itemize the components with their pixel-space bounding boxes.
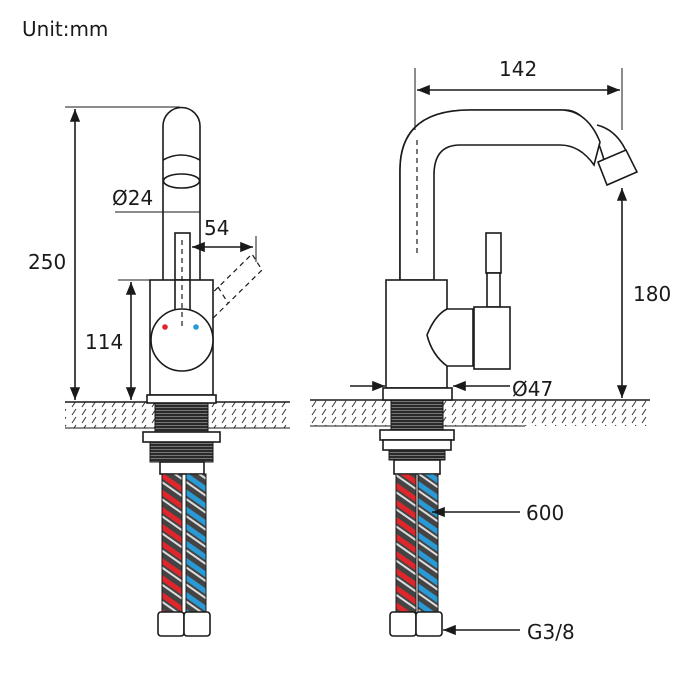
dim-base-diameter: Ø47 (512, 377, 553, 401)
dim-total-height: 250 (28, 250, 66, 274)
cold-hose-side (417, 473, 439, 613)
dim-body-height: 114 (85, 330, 123, 354)
side-view: 142 180 Ø47 600 G3/8 (310, 57, 671, 644)
handle-knob (150, 308, 214, 372)
dim-spout-diameter: Ø24 (112, 186, 153, 210)
handle-side (485, 232, 502, 274)
spout-side (399, 109, 601, 281)
countertop-right (310, 400, 650, 426)
dim-hose-length: 600 (526, 501, 564, 525)
aerator (596, 148, 639, 187)
hot-hose-side (395, 473, 417, 613)
dim-spout-reach: 142 (499, 57, 537, 81)
dim-connector-thread: G3/8 (527, 620, 575, 644)
cold-hose (185, 473, 207, 613)
handle-alt-position (194, 253, 263, 327)
hot-hose (161, 473, 183, 613)
front-view: 250 114 Ø24 54 (28, 106, 290, 637)
unit-label: Unit:mm (22, 17, 108, 41)
dim-handle-swing: 54 (204, 216, 229, 240)
hot-indicator-icon (162, 324, 168, 330)
cold-indicator-icon (193, 324, 199, 330)
dim-spout-height: 180 (633, 282, 671, 306)
